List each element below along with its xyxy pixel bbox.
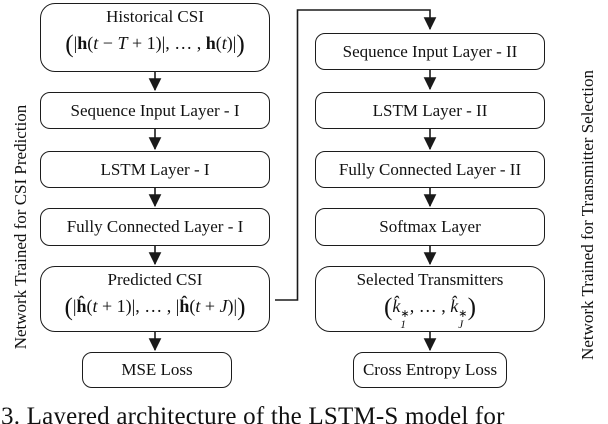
box-historical-csi-title: Historical CSI — [106, 7, 204, 26]
side-label-transmitter-selection: Network Trained for Transmitter Selectio… — [578, 70, 597, 360]
box-cross-entropy-loss: Cross Entropy Loss — [353, 352, 507, 388]
box-lstm-layer-1: LSTM Layer - I — [40, 151, 270, 188]
box-sequence-input-layer-2: Sequence Input Layer - II — [315, 33, 545, 70]
box-selected-transmitters-math: (k̂∗1, … , k̂∗J) — [384, 293, 476, 331]
box-predicted-csi: Predicted CSI (|ĥ(t + 1)|, … , |ĥ(t + J)… — [40, 266, 270, 332]
box-predicted-csi-math: (|ĥ(t + 1)|, … , |ĥ(t + J)|) — [64, 293, 246, 321]
box-mse-loss: MSE Loss — [82, 352, 232, 388]
box-lstm-layer-2: LSTM Layer - II — [315, 92, 545, 129]
box-softmax-layer: Softmax Layer — [315, 208, 545, 246]
box-selected-transmitters-title: Selected Transmitters — [356, 270, 504, 289]
side-label-csi-prediction: Network Trained for CSI Prediction — [11, 104, 30, 350]
box-selected-transmitters: Selected Transmitters (k̂∗1, … , k̂∗J) — [315, 266, 545, 332]
box-sequence-input-layer-1: Sequence Input Layer - I — [40, 92, 270, 129]
box-historical-csi-math: (|h(t − T + 1)|, … , h(t)|) — [65, 30, 245, 58]
box-fully-connected-layer-2: Fully Connected Layer - II — [315, 151, 545, 188]
caption: 3. Layered architecture of the LSTM-S mo… — [1, 403, 505, 424]
box-fully-connected-layer-1: Fully Connected Layer - I — [40, 208, 270, 246]
box-historical-csi: Historical CSI (|h(t − T + 1)|, … , h(t)… — [40, 3, 270, 72]
box-predicted-csi-title: Predicted CSI — [107, 270, 203, 289]
